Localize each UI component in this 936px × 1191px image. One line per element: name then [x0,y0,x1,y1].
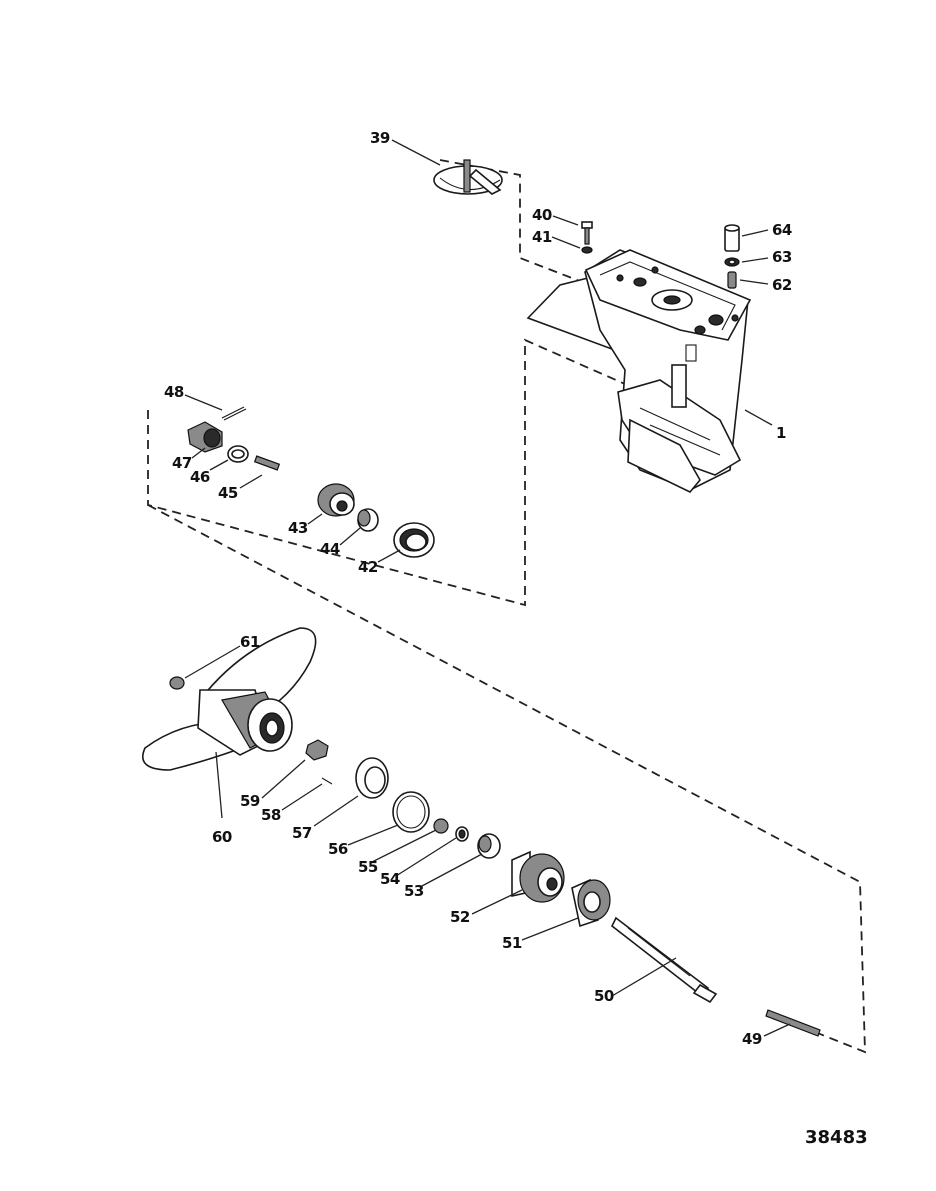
leader-lines [184,139,791,1037]
callout-61: 61 [240,633,260,651]
callout-64: 64 [772,221,792,239]
callout-48: 48 [164,383,184,401]
propshaft [610,916,821,1037]
callout-57: 57 [292,824,312,842]
callout-52: 52 [450,908,470,926]
callout-44: 44 [320,540,340,558]
callout-40: 40 [532,206,552,224]
callout-47: 47 [172,454,192,472]
callout-42: 42 [358,558,378,576]
callout-62: 62 [772,276,792,294]
gear-housing [526,249,752,493]
callout-43: 43 [288,519,308,537]
sleeve-washer-screw [724,224,740,289]
callout-59: 59 [240,792,260,810]
screw-40-41 [581,221,593,254]
callout-45: 45 [218,484,238,502]
callout-46: 46 [190,468,210,486]
callout-39: 39 [370,129,390,147]
callout-numbers: 39 40 41 64 63 62 1 48 47 46 45 43 44 42… [164,129,792,1048]
callout-56: 56 [328,840,348,858]
callout-1: 1 [776,424,786,442]
callout-51: 51 [502,934,522,952]
anode-plate [433,159,503,195]
callout-50: 50 [594,987,614,1005]
callout-53: 53 [404,882,424,900]
assembly-outlines [147,159,866,1054]
callout-49: 49 [742,1030,762,1048]
callout-60: 60 [212,828,232,846]
callout-55: 55 [358,858,378,876]
callout-54: 54 [380,870,400,888]
propshaft-parts [305,739,611,928]
callout-41: 41 [532,228,552,246]
callout-63: 63 [772,248,792,266]
bearing-assembly [317,483,435,558]
propeller [142,627,317,771]
nut-ring-pin-cotter [187,406,281,471]
drawing-number: 38483 [805,1127,868,1148]
callout-58: 58 [261,806,281,824]
